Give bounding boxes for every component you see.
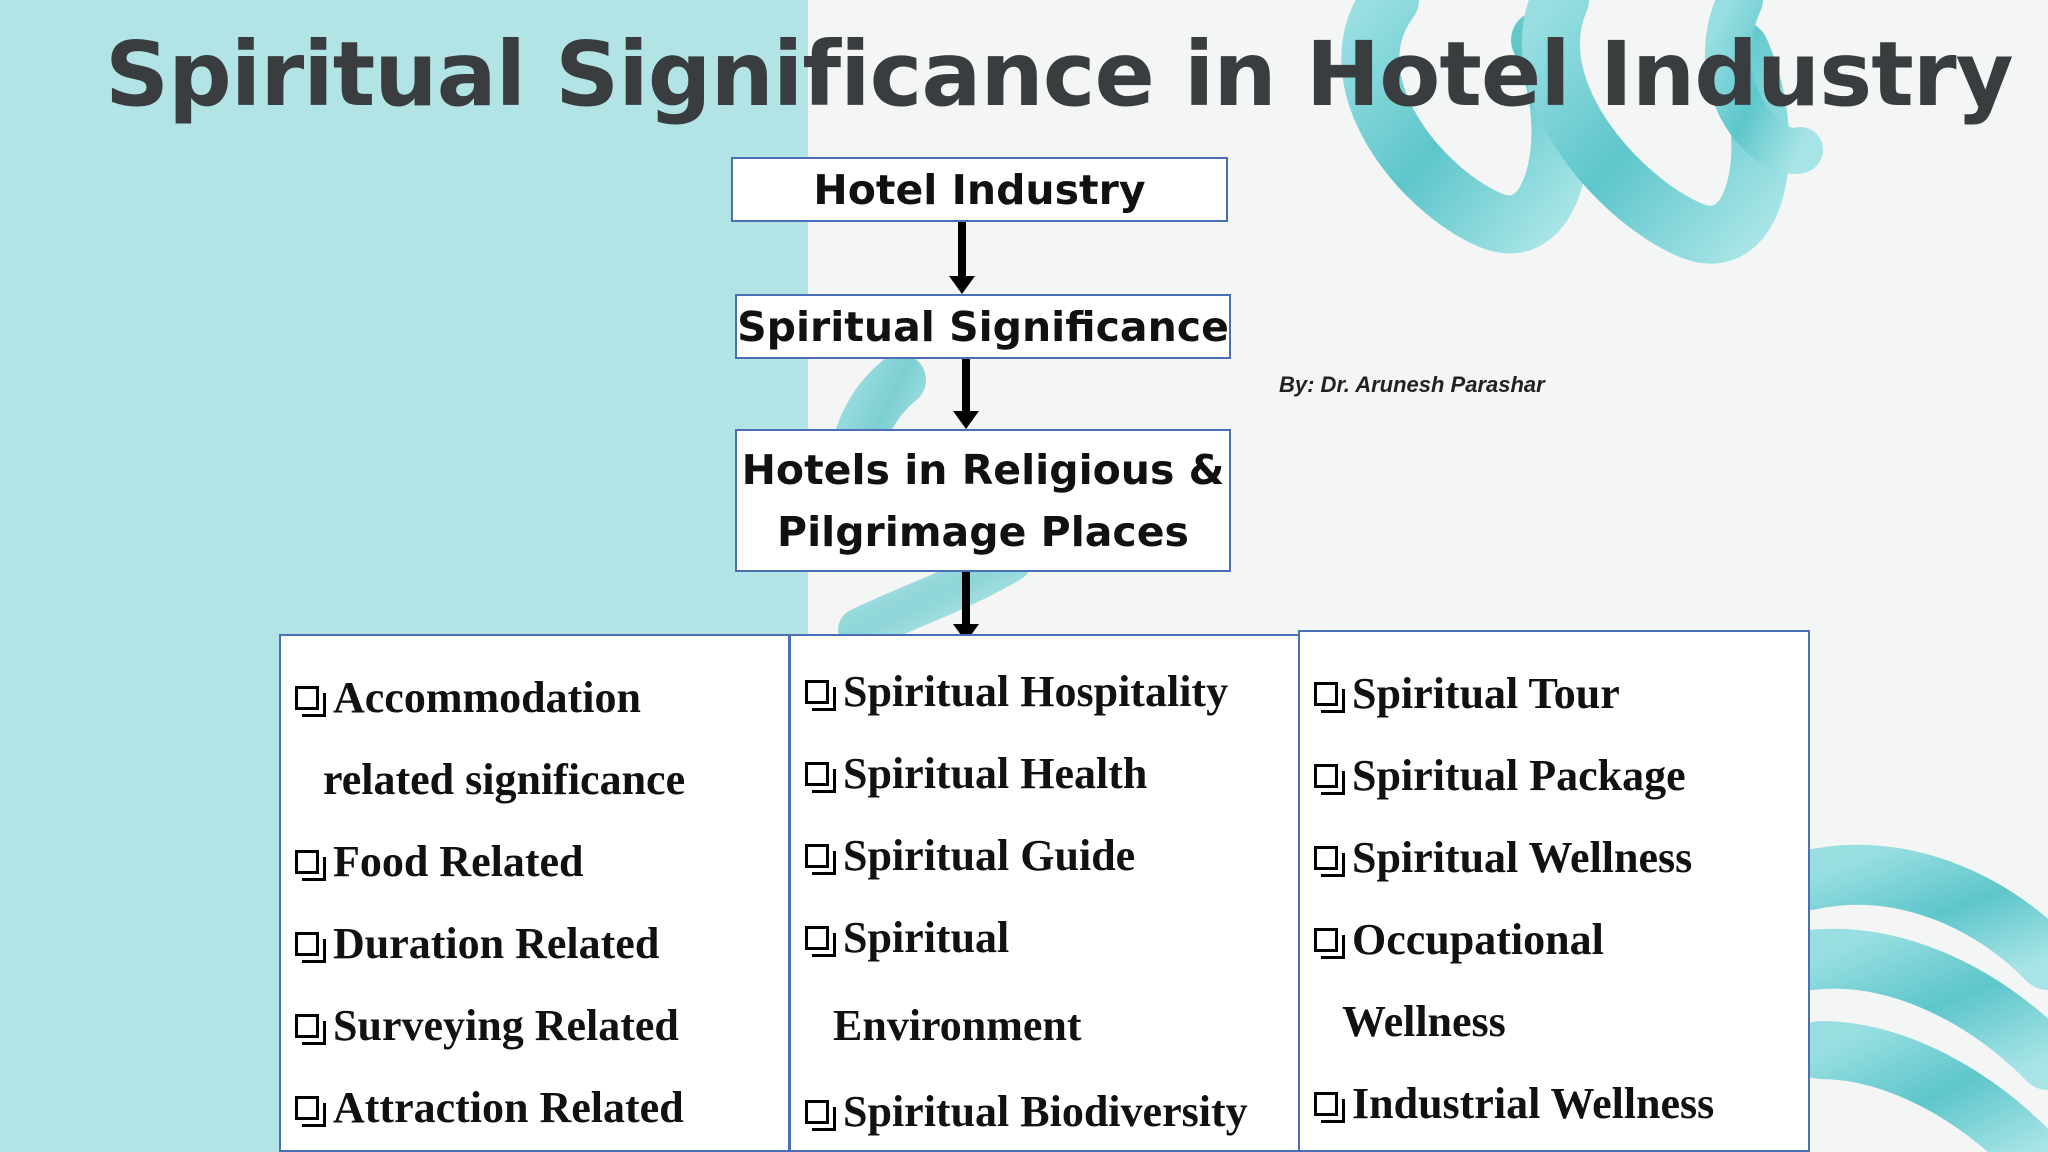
spiritual-significance-box: Spiritual Significance: [735, 294, 1231, 359]
checkbox-icon: [295, 850, 326, 881]
checkbox-icon: [295, 1014, 326, 1045]
hotel-industry-box: Hotel Industry: [731, 157, 1228, 222]
checkbox-icon: [805, 680, 836, 711]
list-item: Spiritual Tour: [1314, 668, 1620, 719]
swirl-right-3: [1791, 1021, 2048, 1152]
checkbox-icon: [1314, 928, 1345, 959]
religious-places-box: Hotels in Religious & Pilgrimage Places: [735, 429, 1231, 572]
list-item: Accommodation: [295, 672, 641, 723]
swirl-right-2: [1780, 928, 2048, 1090]
list-item: Attraction Related: [295, 1082, 684, 1133]
list-item: Spiritual: [805, 912, 1009, 963]
column-accommodation: Accommodation related significance Food …: [279, 634, 790, 1152]
list-item: related significance: [323, 755, 686, 804]
checkbox-icon: [295, 686, 326, 717]
checkbox-icon: [1314, 1092, 1345, 1123]
list-item: Wellness: [1342, 997, 1506, 1046]
checkbox-icon: [805, 926, 836, 957]
swirl-right-1: [1780, 844, 2048, 990]
checkbox-icon: [805, 844, 836, 875]
list-item: Duration Related: [295, 918, 659, 969]
list-item: Surveying Related: [295, 1000, 679, 1051]
arrow-down-icon: [953, 572, 979, 642]
list-item: Environment: [833, 1001, 1082, 1050]
author-credit: By: Dr. Arunesh Parashar: [1279, 372, 1545, 397]
religious-places-line-1: Hotels in Religious &: [741, 445, 1225, 494]
arrow-down-icon: [949, 222, 975, 294]
spiritual-significance-label: Spiritual Significance: [737, 302, 1229, 351]
checkbox-icon: [805, 762, 836, 793]
list-item: Industrial Wellness: [1314, 1078, 1714, 1129]
checkbox-icon: [1314, 682, 1345, 713]
religious-places-line-2: Pilgrimage Places: [777, 507, 1189, 556]
swirl-top-3: [1705, 0, 1823, 174]
column-spiritual-services: Spiritual Hospitality Spiritual Health S…: [789, 634, 1300, 1152]
list-item: Food Related: [295, 836, 584, 887]
list-item: Spiritual Hospitality: [805, 666, 1228, 717]
checkbox-icon: [295, 932, 326, 963]
checkbox-icon: [805, 1100, 836, 1131]
slide-title: Spiritual Significance in Hotel Industry: [105, 22, 2014, 126]
list-item: Spiritual Guide: [805, 830, 1135, 881]
checkbox-icon: [1314, 846, 1345, 877]
checkbox-icon: [1314, 764, 1345, 795]
list-item: Spiritual Package: [1314, 750, 1686, 801]
hotel-industry-label: Hotel Industry: [813, 165, 1146, 214]
list-item: Spiritual Health: [805, 748, 1147, 799]
list-item: Spiritual Biodiversity: [805, 1086, 1248, 1137]
column-spiritual-wellness: Spiritual Tour Spiritual Package Spiritu…: [1298, 630, 1810, 1152]
arrow-down-icon: [953, 359, 979, 429]
list-item: Occupational: [1314, 914, 1604, 965]
list-item: Spiritual Wellness: [1314, 832, 1692, 883]
checkbox-icon: [295, 1096, 326, 1127]
